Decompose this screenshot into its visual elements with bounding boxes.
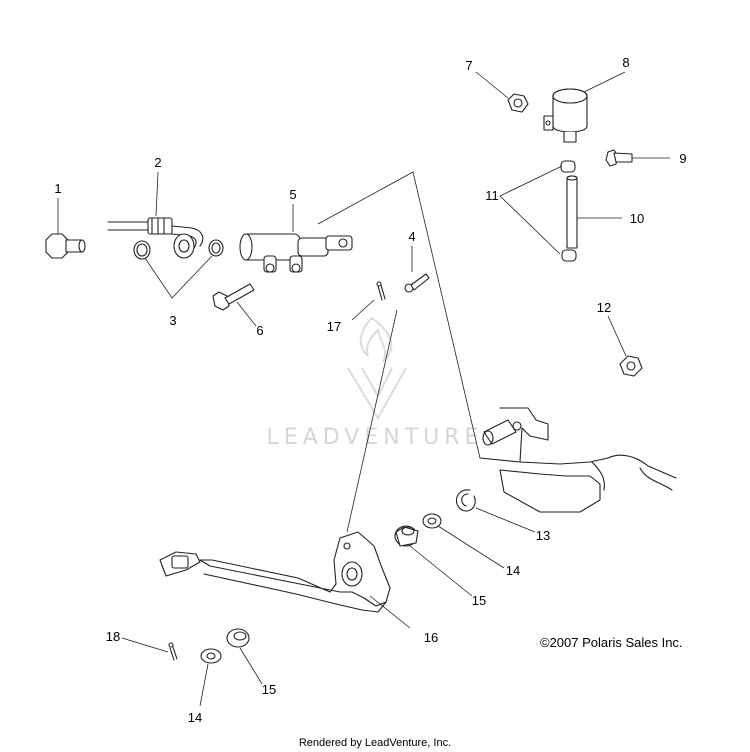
callout-10: 10 [630,211,644,226]
washer-part-14-lower[interactable] [200,648,222,664]
callout-3: 3 [169,313,176,328]
master-cylinder-part-5[interactable] [239,233,353,273]
bolt-part-6[interactable] [212,283,255,311]
callout-18: 18 [106,629,120,644]
callout-13: 13 [536,528,550,543]
callout-8: 8 [622,55,629,70]
callout-7: 7 [465,58,472,73]
bushing-part-15-lower[interactable] [226,628,250,648]
screw-part-9[interactable] [605,149,633,167]
copyright-text: ©2007 Polaris Sales Inc. [540,635,683,650]
callout-9: 9 [679,151,686,166]
frame-outline [317,171,481,533]
callout-12: 12 [597,300,611,315]
nut-part-7[interactable] [507,93,529,113]
callout-14: 14 [506,563,520,578]
snap-ring-part-13[interactable] [455,489,476,512]
cotter-pin-part-18[interactable] [168,642,178,661]
callout-1: 1 [54,181,61,196]
clevis-pin-part-4[interactable] [404,273,430,293]
reservoir-part-8[interactable] [543,88,588,143]
callout-4: 4 [408,229,415,244]
watermark-text: LEADVENTURE [267,425,484,450]
callout-5: 5 [289,187,296,202]
callout-15-lower: 15 [262,682,276,697]
washers-part-3[interactable] [133,239,224,260]
fitting-part-1[interactable] [45,233,86,259]
callout-17: 17 [327,319,341,334]
cotter-pin-part-17[interactable] [376,281,386,301]
washer-part-14[interactable] [422,513,442,529]
bushing-part-15[interactable] [394,525,419,547]
callout-11: 11 [485,188,499,203]
nut-part-12[interactable] [619,355,643,377]
callout-16: 16 [424,630,438,645]
frame-bracket [479,407,677,513]
hose-part-10[interactable] [566,175,578,249]
watermark-logo [347,316,407,420]
leader-lines [57,71,670,707]
callout-2: 2 [154,155,161,170]
callout-15: 15 [472,593,486,608]
footer-text: Rendered by LeadVenture, Inc. [299,737,451,749]
brake-pedal-part-16[interactable] [159,531,391,613]
callout-14-lower: 14 [188,710,202,725]
callout-6: 6 [256,323,263,338]
clamps-part-11[interactable] [560,160,577,262]
brake-hose-part-2[interactable] [107,217,204,259]
